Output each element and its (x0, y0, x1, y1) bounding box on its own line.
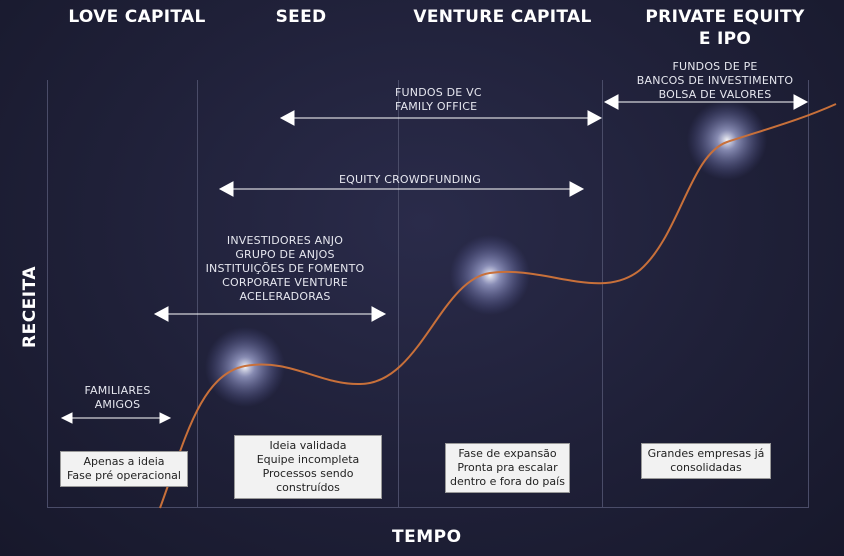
arrow-crowdfunding (218, 181, 585, 197)
grid-line-right (808, 80, 809, 508)
glow-pe (687, 100, 767, 180)
grid-line-vc (398, 80, 399, 508)
grid-line-pe (602, 80, 603, 508)
box-seed: Ideia validada Equipe incompleta Process… (234, 435, 382, 499)
label-familiares: FAMILIARES AMIGOS (84, 384, 151, 411)
stage-title-private-equity: PRIVATE EQUITY E IPO (645, 7, 805, 49)
label-crowdfunding: EQUITY CROWDFUNDING (338, 173, 482, 186)
box-love-capital: Apenas a ideia Fase pré operacional (60, 451, 188, 487)
grid-line-left (47, 80, 48, 508)
box-pe: Grandes empresas já consolidadas (641, 443, 771, 479)
arrow-fundos-vc (279, 110, 603, 126)
arrow-anjos (153, 306, 387, 322)
box-vc: Fase de expansão Pronta pra escalar dent… (445, 443, 570, 493)
label-private-equity: FUNDOS DE PE BANCOS DE INVESTIMENTO BOLS… (636, 60, 794, 101)
growth-curve (159, 103, 837, 509)
arrow-private-equity (603, 94, 809, 110)
label-anjos: INVESTIDORES ANJO GRUPO DE ANJOS INSTITU… (205, 234, 365, 303)
stage-title-seed: SEED (275, 7, 327, 27)
arrow-familiares (60, 412, 172, 424)
label-fundos-vc: FUNDOS DE VC FAMILY OFFICE (395, 86, 482, 113)
y-axis-label: RECEITA (20, 265, 40, 348)
stage-title-venture-capital: VENTURE CAPITAL (413, 7, 592, 27)
glow-vc (450, 235, 530, 315)
stage-title-love-capital: LOVE CAPITAL (68, 7, 206, 27)
grid-line-seed (197, 80, 198, 508)
baseline (47, 507, 809, 508)
x-axis-label: TEMPO (392, 527, 462, 547)
